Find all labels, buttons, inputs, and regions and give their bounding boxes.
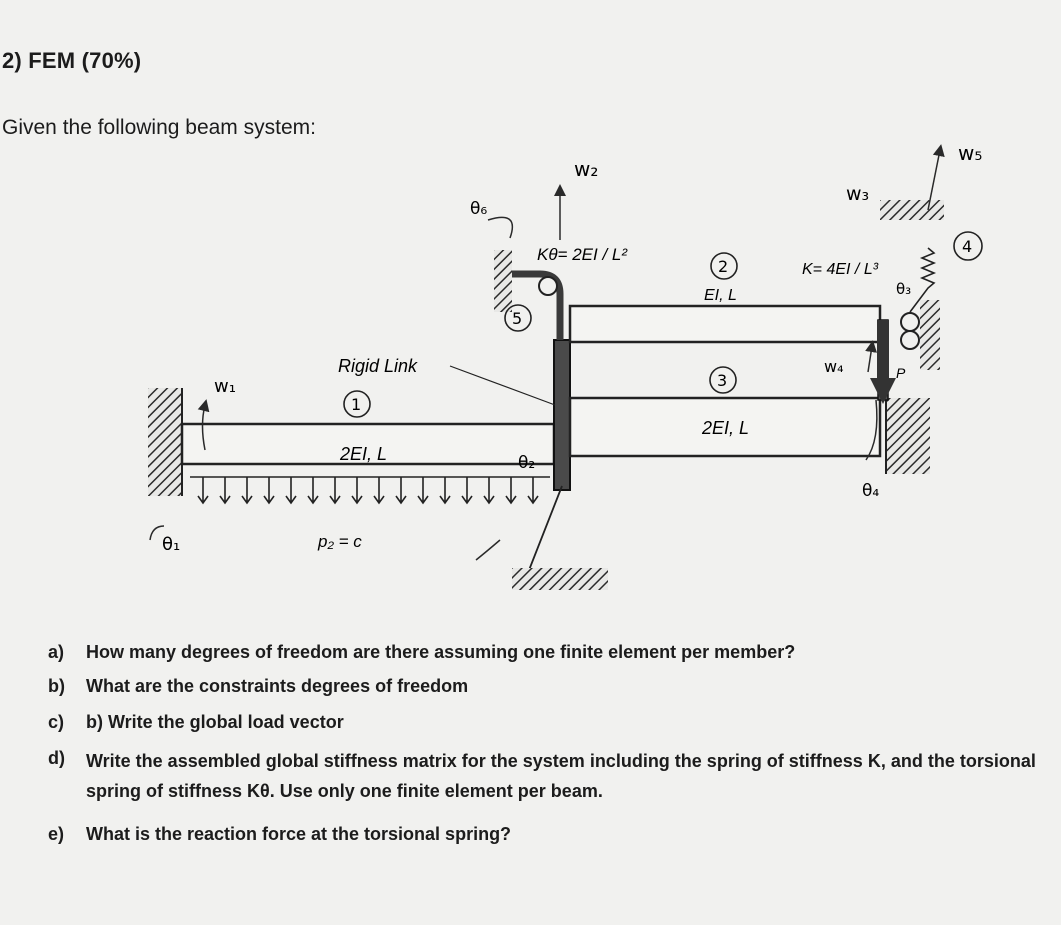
- question-text: How many degrees of freedom are there as…: [86, 642, 796, 662]
- torsional-spring-label: Kθ= 2EI / L²: [537, 245, 628, 264]
- rigid-link-label: Rigid Link: [338, 356, 418, 376]
- distributed-load-arrows: [190, 476, 550, 505]
- question-letter: e): [48, 824, 65, 844]
- rigid-link-leader: [449, 365, 556, 406]
- question-letter: d): [48, 748, 65, 768]
- hand-w5: w₅: [958, 141, 982, 165]
- roller-2: [900, 330, 920, 350]
- member1-prop: 2EI, L: [339, 444, 387, 464]
- spring-label: K= 4EI / L³: [802, 261, 879, 278]
- question-text: Write the assembled global stiffness mat…: [86, 751, 1036, 801]
- member5-number: 5: [512, 309, 522, 328]
- question-text: b) Write the global load vector: [86, 712, 344, 732]
- question-letter: b): [48, 676, 65, 696]
- question-letter: a): [48, 642, 65, 662]
- member1-number: 1: [351, 395, 361, 414]
- roller-1: [900, 312, 920, 332]
- pin-support-ground: [512, 568, 608, 590]
- member3-number: 3: [717, 371, 727, 390]
- question-text: What is the reaction force at the torsio…: [86, 824, 512, 844]
- torsional-spring-hinge: [538, 276, 558, 296]
- hand-theta2: θ₂: [518, 453, 535, 473]
- load-label: p₂ = c: [317, 532, 362, 551]
- member4-number: 4: [962, 237, 972, 256]
- hand-theta6: θ₆: [470, 199, 487, 219]
- torsional-spring-wall: [494, 250, 512, 312]
- beam-system-figure: Rigid Link 2EI, L p₂ = c Kθ= 2EI / L² K=…: [148, 141, 983, 590]
- spring-k: [909, 247, 937, 313]
- member2-number: 2: [718, 257, 728, 276]
- hand-w3: w₃: [846, 183, 869, 205]
- spring-support: [880, 200, 944, 220]
- left-fixed-wall: [148, 388, 182, 496]
- member3-beam: [568, 396, 882, 458]
- hand-theta4: θ₄: [862, 481, 879, 501]
- member2-beam: [568, 304, 882, 344]
- question-letter: c): [48, 712, 65, 732]
- hand-w2: w₂: [574, 157, 598, 181]
- point-load-label: P: [896, 365, 906, 381]
- problem-intro: Given the following beam system:: [2, 116, 316, 139]
- problem-heading: 2) FEM (70%): [2, 48, 142, 73]
- right-fixed-wall: [886, 398, 930, 474]
- member2-prop: EI, L: [704, 287, 737, 304]
- hand-theta1: θ₁: [162, 534, 180, 555]
- member1-beam: [180, 422, 556, 466]
- hand-w4: w₄: [824, 357, 844, 376]
- handwritten-annotations: [149, 144, 945, 561]
- hand-w1: w₁: [214, 376, 236, 397]
- rigid-link: [553, 339, 571, 491]
- roller-wall: [920, 300, 940, 370]
- question-text: What are the constraints degrees of free…: [86, 676, 469, 696]
- member3-prop: 2EI, L: [701, 418, 749, 438]
- hand-theta3: θ₃: [896, 280, 911, 298]
